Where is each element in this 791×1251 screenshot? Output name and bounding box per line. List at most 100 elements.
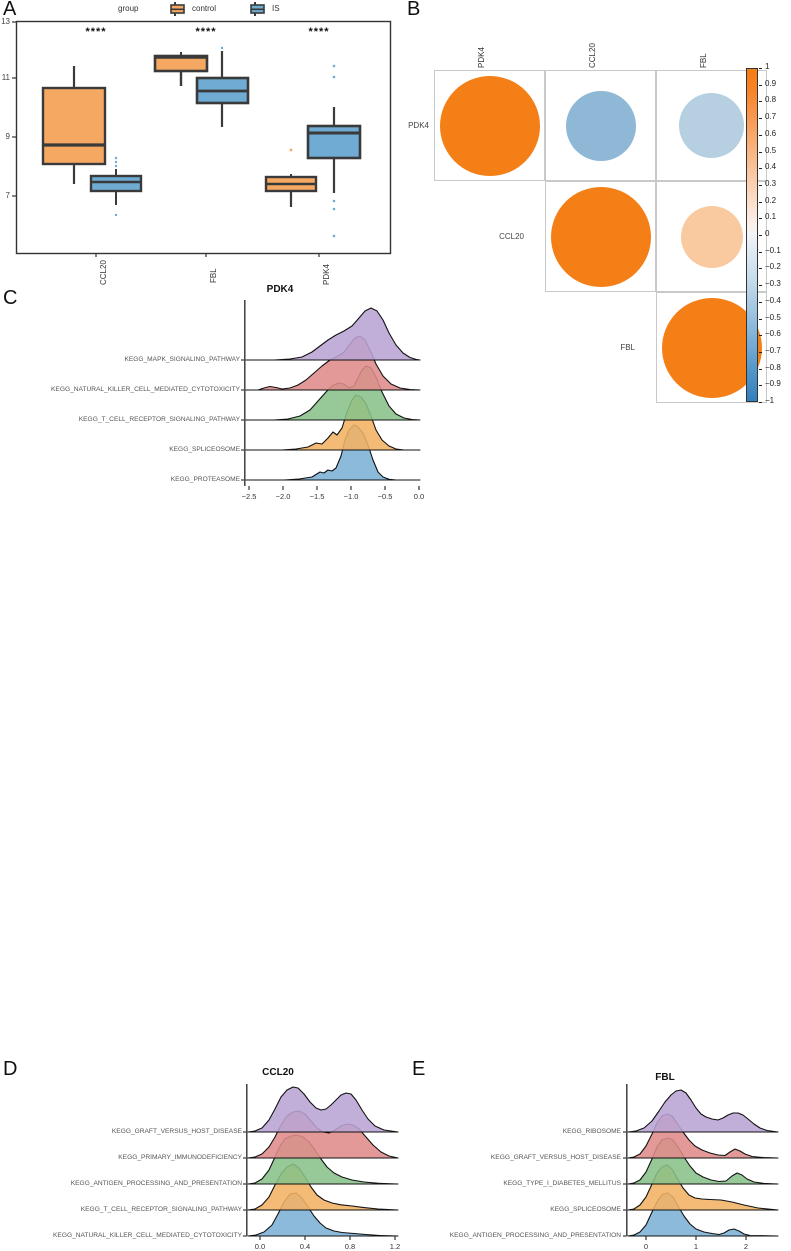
colorbar-tick-m0_2: −0.2 (765, 262, 781, 272)
panel-b-correlation-matrix: B PDK4 CCL20 FBL PDK4 CCL20 FBL (405, 0, 791, 420)
panel-a-x-label-fbl: FBL (209, 268, 218, 283)
panel-e-row-label-0: KEGG_RIBOSOME (562, 1128, 621, 1135)
legend-key-control (170, 2, 185, 16)
colorbar-tick-0_2: 0.2 (765, 195, 777, 205)
box-pdk4-is (306, 64, 362, 238)
panel-d-x-tick-1: 0.4 (299, 1242, 311, 1251)
panel-c-row-label-4: KEGG_PROTEASOME (170, 476, 240, 483)
panel-b-row-label-pdk4: PDK4 (408, 121, 429, 130)
panel-e-x-tick-0: 0 (643, 1242, 649, 1251)
colorbar-tick-m0_5: −0.5 (765, 312, 781, 322)
box-fbl-control (153, 52, 209, 86)
panel-d-row-label-4: KEGG_NATURAL_KILLER_CELL_MEDIATED_CYTOTO… (53, 1232, 242, 1239)
colorbar-tick-0: 0 (765, 229, 770, 238)
legend-title: group (118, 4, 139, 13)
panel-a-letter: A (3, 0, 17, 20)
colorbar-tick-m0_9: −0.9 (765, 379, 781, 389)
panel-a-y-tick-7: 7 (5, 191, 10, 200)
panel-e-row-label-3: KEGG_SPLICEOSOME (550, 1206, 621, 1213)
legend-key-is (250, 2, 265, 16)
panel-e-letter: E (412, 1058, 426, 1080)
panel-b-row-label-fbl: FBL (620, 343, 635, 352)
panel-d-row-label-3: KEGG_T_CELL_RECEPTOR_SIGNALING_PATHWAY (80, 1206, 242, 1213)
panel-b-row-label-ccl20: CCL20 (499, 232, 524, 241)
panel-a-x-axis (95, 253, 320, 257)
corr-circle-pdk4-pdk4 (440, 76, 540, 176)
panel-c-x-tick-5: 0.0 (413, 492, 425, 501)
panel-e-row-label-1: KEGG_GRAFT_VERSUS_HOST_DISEASE (490, 1154, 621, 1161)
panel-a-y-tick-13: 13 (1, 17, 10, 26)
panel-c-x-tick-4: −0.5 (377, 492, 393, 501)
panel-d-row-label-1: KEGG_PRIMARY_IMMUNODEFICIENCY (118, 1154, 242, 1161)
panel-c-title: PDK4 (266, 284, 294, 295)
panel-c-row-label-1: KEGG_NATURAL_KILLER_CELL_MEDIATED_CYTOTO… (51, 386, 240, 393)
colorbar-tick-m0_1: −0.1 (765, 245, 781, 255)
panel-e-title: FBL (655, 1072, 675, 1083)
panel-e-row-label-4: KEGG_ANTIGEN_PROCESSING_AND_PRESENTATION (449, 1232, 621, 1239)
panel-e-x-tick-1: 1 (693, 1242, 699, 1251)
colorbar-tick-0_7: 0.7 (765, 112, 777, 122)
panel-d-x-tick-2: 0.8 (344, 1242, 356, 1251)
svg-text:****: **** (85, 26, 106, 38)
panel-c-row-label-2: KEGG_T_CELL_RECEPTOR_SIGNALING_PATHWAY (78, 416, 240, 423)
panel-c-row-label-3: KEGG_SPLICEOSOME (169, 446, 240, 453)
legend-label-control: control (192, 4, 217, 13)
panel-d-title: CCL20 (262, 1067, 294, 1078)
panel-e-x-tick-2: 2 (743, 1242, 749, 1251)
panel-b-col-label-fbl: FBL (699, 53, 708, 68)
colorbar-tick-0_5: 0.5 (765, 145, 777, 155)
colorbar-tick-0_3: 0.3 (765, 178, 777, 188)
panel-d-row-label-2: KEGG_ANTIGEN_PROCESSING_AND_PRESENTATION (70, 1180, 242, 1187)
svg-text:****: **** (308, 26, 329, 38)
box-fbl-is (195, 46, 250, 127)
panel-c-plot-area (241, 300, 421, 490)
panel-c-x-tick-2: −1.5 (309, 492, 325, 501)
panel-a-y-tick-9: 9 (5, 132, 10, 141)
panel-c-ridgeline-pdk4: C PDK4 KEGG_MAPK_SIGNALING_PATHWAY KEGG_… (0, 0, 424, 501)
matrix-cell-pdk4-ccl20[interactable] (545, 70, 656, 181)
panel-a-x-label-ccl20: CCL20 (99, 260, 108, 285)
colorbar-tick-m0_8: −0.8 (765, 362, 781, 372)
panel-e-plot-area (623, 1084, 779, 1240)
panel-d-x-tick-0: 0.0 (254, 1242, 266, 1251)
corr-circle-ccl20-fbl (681, 206, 743, 268)
box-ccl20-control (41, 66, 107, 184)
panel-e-ridgeline-fbl: E FBL KEGG_RIBOSOME KEGG_GRAFT_VERSUS_HO… (410, 528, 791, 1251)
colorbar-tick-m0_6: −0.6 (765, 329, 781, 339)
panel-c-letter: C (3, 287, 18, 309)
box-pdk4-control (264, 148, 318, 207)
corr-circle-pdk4-ccl20 (566, 91, 636, 161)
colorbar-tick-0_9: 0.9 (765, 78, 777, 88)
colorbar-tick-1: 1 (765, 62, 770, 71)
panel-d-x-tick-3: 1.2 (389, 1242, 401, 1251)
colorbar-tick-0_8: 0.8 (765, 95, 777, 105)
legend-label-is: IS (272, 4, 280, 13)
panel-a-x-label-pdk4: PDK4 (322, 264, 331, 285)
panel-c-x-tick-1: −2.0 (275, 492, 291, 501)
matrix-cell-ccl20-ccl20[interactable] (545, 181, 656, 292)
panel-c-row-label-0: KEGG_MAPK_SIGNALING_PATHWAY (124, 356, 240, 363)
colorbar-tick-0_1: 0.1 (765, 212, 777, 222)
panel-c-x-tick-0: −2.5 (241, 492, 257, 501)
box-ccl20-is (89, 156, 143, 217)
panel-a-boxplot: A group control IS **** **** **** (0, 0, 396, 288)
panel-b-col-label-pdk4: PDK4 (477, 47, 486, 68)
panel-d-ridgeline-ccl20: D CCL20 KEGG_GRAFT_VERSUS_HOST_DISEASE K… (0, 528, 410, 1251)
panel-b-col-label-ccl20: CCL20 (588, 43, 597, 68)
panel-e-row-label-2: KEGG_TYPE_I_DIABETES_MELLITUS (503, 1180, 621, 1187)
panel-d-letter: D (3, 1058, 18, 1080)
corr-circle-pdk4-fbl (679, 93, 744, 158)
colorbar-tick-m0_4: −0.4 (765, 295, 781, 305)
panel-a-y-tick-11: 11 (1, 73, 10, 82)
panel-d-row-label-0: KEGG_GRAFT_VERSUS_HOST_DISEASE (111, 1128, 242, 1135)
colorbar (746, 68, 758, 402)
panel-d-plot-area (243, 1084, 399, 1240)
svg-text:****: **** (195, 26, 216, 38)
panel-a-y-axis (12, 21, 16, 197)
corr-circle-ccl20-ccl20 (551, 187, 651, 287)
colorbar-tick-m1: −1 (765, 396, 775, 405)
matrix-cell-pdk4-pdk4[interactable] (434, 70, 545, 181)
colorbar-tick-m0_7: −0.7 (765, 345, 781, 355)
panel-b-letter: B (407, 0, 421, 20)
panel-c-x-tick-3: −1.0 (343, 492, 359, 501)
